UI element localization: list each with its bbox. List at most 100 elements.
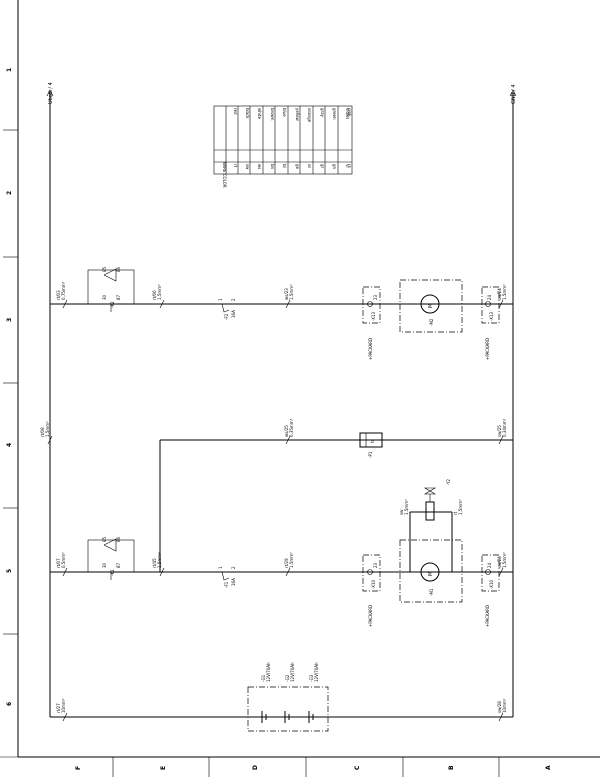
fuse-f1-pin-2: 2: [231, 566, 236, 569]
packard-top-left: +PACKARD: [368, 338, 373, 360]
row-number-3: 3: [6, 318, 13, 322]
top-wire-right-id: sw/24: [497, 288, 502, 300]
relay-k2-pin-86: 86: [116, 266, 121, 272]
wire-color-name-brown: brown: [270, 108, 275, 121]
ground-rail-label: GND / 4: [511, 84, 517, 104]
relay-k1-pin-30: 30: [102, 562, 107, 568]
top-wire-left-id: rt/03: [56, 290, 61, 300]
fuse-f1-value: 16A: [231, 578, 236, 586]
mid-wire-rail-size: 1,5mm²: [45, 421, 50, 437]
motor-m2-ref: -M2: [429, 318, 434, 326]
battery-g3-symbol: [308, 711, 314, 723]
mid-wire-left-size: 0,35mm²: [289, 418, 294, 437]
top-wire-right-size: 1,5mm²: [502, 284, 507, 300]
relay-k1-pin-85: 85: [102, 536, 107, 542]
wire-color-name-violet: violet: [345, 108, 350, 119]
wire-color-name-white: white: [257, 108, 262, 119]
wire-color-code-or: or: [307, 164, 312, 168]
wire-color-name-blue: blue: [282, 108, 287, 117]
wire-color-code-sw: sw: [245, 164, 250, 170]
valve-wire-right-size: 1,5mm²: [458, 499, 463, 515]
bottom-wire-left-id: rt/07: [56, 558, 61, 568]
wire-color-code-rt: rt: [233, 164, 238, 168]
connector-x13-right: [481, 286, 500, 324]
bottom-wire-k-out-size: 1,5mm²: [157, 552, 162, 568]
wire-color-name-black: black: [245, 108, 250, 119]
column-letter-d: D: [252, 765, 259, 770]
connector-x13-right-ref: -X13: [489, 311, 494, 321]
fuse-f2-value: 16A: [231, 310, 236, 318]
hour-meter-p1-ref: -P1: [368, 451, 373, 458]
bottom-wire-f-out-id: rt/29: [284, 558, 289, 568]
battery-g1-symbol: [261, 711, 267, 723]
wire-color-name-pink-cell: pink: [347, 108, 352, 117]
top-wire-f-out-size: 1,5mm²: [289, 284, 294, 300]
valve-wire-left-size: 1,5mm²: [404, 499, 409, 515]
mid-wire-rail-id: rt/08: [40, 427, 45, 437]
fuse-f2-pin-1: 1: [218, 298, 223, 301]
positive-rail-label: Ubatt / 4: [48, 82, 54, 104]
wire-color-name-gray: gray: [320, 108, 325, 118]
connector-x10-left: [362, 554, 381, 592]
wire-color-code-gn: gn: [332, 164, 337, 170]
row-number-1: 1: [6, 68, 13, 72]
relay-k2-pin-85: 85: [102, 266, 107, 272]
mid-circuit-wire: [47, 435, 513, 572]
packard-bottom-right: +PACKARD: [485, 605, 490, 627]
connector-x10-right: [481, 554, 500, 592]
top-wire-f-out-id: ws/23: [284, 288, 289, 300]
top-wire-left-size: 0,75mm²: [61, 281, 66, 300]
relay-k2-pin-87: 87: [116, 294, 121, 300]
top-wire-k-out-id: rt/06: [152, 290, 157, 300]
row-number-4: 4: [6, 443, 13, 447]
bottom-wire-right-size: 1,5mm²: [502, 552, 507, 568]
relay-k1-pin-87: 87: [116, 562, 121, 568]
fuse-f1: [221, 571, 230, 581]
motor-m1-symbol: M: [428, 572, 434, 576]
battery-g2-ref: -G2: [285, 674, 290, 682]
battery-g3-ref: -G3: [309, 674, 314, 682]
bottom-wire-right-id: sw/26: [497, 556, 502, 568]
column-letter-a: A: [545, 765, 552, 770]
fuse-f2-pin-2: 2: [231, 298, 236, 301]
connector-x13-left-pin: 23: [373, 294, 378, 300]
relay-k2: [87, 268, 135, 312]
motor-m1-ref: -M1: [429, 588, 434, 596]
hour-meter-p1-symbol: h: [370, 440, 375, 443]
connector-x10-right-pin: 24: [487, 562, 492, 568]
connector-x10-left-ref: -X10: [371, 579, 376, 589]
wire-color-header: WIRE COLOR: [222, 162, 227, 188]
battery-wire-left-id: rt/27: [56, 703, 61, 713]
bottom-wire-left-size: 0,5mm²: [61, 552, 66, 568]
motor-m2-symbol: M: [428, 304, 434, 308]
battery-g1-rating: 12V/70Ah: [266, 662, 271, 682]
connector-x13-left-ref: -X13: [371, 311, 376, 321]
mid-wire-right-size: 0,34mm²: [502, 418, 507, 437]
column-letter-b: B: [448, 765, 455, 770]
wire-color-code-bn: bn: [270, 164, 275, 170]
battery-g3-rating: 12V/70Ah: [314, 662, 319, 682]
valve-wire-right-code: rt: [453, 511, 458, 515]
row-number-6: 6: [6, 702, 13, 706]
top-wire-k-out-size: 1,5mm²: [157, 284, 162, 300]
battery-g2-symbol: [284, 711, 290, 723]
wire-color-code-rs: rs: [347, 164, 352, 168]
column-letter-c: C: [354, 765, 361, 770]
wire-color-table: rs: [213, 105, 353, 175]
battery-wire-right-size: 10mm²: [502, 698, 507, 713]
wire-color-name-red: red: [233, 108, 238, 115]
valve-wire-left-code: sw: [399, 509, 404, 515]
column-letter-f: F: [75, 766, 82, 770]
row-number-5: 5: [6, 569, 13, 573]
valve-y2-ref: -Y2: [446, 479, 451, 485]
wire-color-code-bl: bl: [282, 164, 287, 168]
relay-k1-pin-86: 86: [116, 536, 121, 542]
connector-x10-left-pin: 23: [373, 562, 378, 568]
mid-wire-right-id: sw/25: [497, 425, 502, 437]
battery-wire-right-id: sw/28: [497, 701, 502, 713]
wire-color-name-orange: orange: [307, 108, 312, 123]
wire-color-code-ge: ge: [295, 164, 300, 170]
bottom-wire-f-out-size: 1,5mm²: [289, 552, 294, 568]
